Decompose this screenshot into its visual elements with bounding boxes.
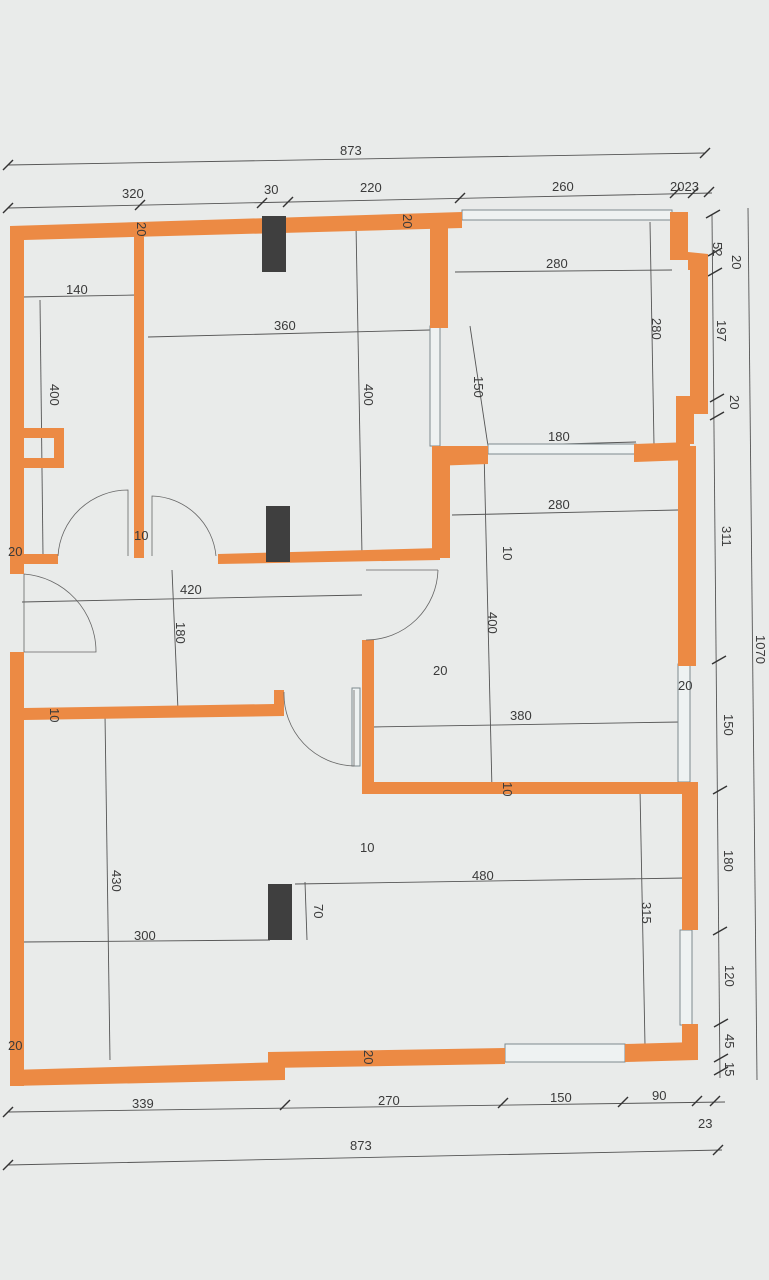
dim-top-320: 320 — [122, 186, 144, 201]
dim-room-b-400: 400 — [361, 384, 376, 406]
window-room-c-bottom — [487, 443, 637, 455]
window-top-right — [461, 209, 673, 221]
doors — [23, 489, 439, 767]
dim-room-f-480: 480 — [472, 868, 494, 883]
dim-right-45: 45 — [722, 1034, 737, 1048]
dim-room-b-wall20: 20 — [400, 214, 415, 228]
dim-room-c-280: 280 — [546, 256, 568, 271]
dim-top-260: 260 — [552, 179, 574, 194]
dim-bottom-total: 873 — [350, 1138, 372, 1153]
door-room-d — [365, 569, 439, 641]
dim-bottom-150: 150 — [550, 1090, 572, 1105]
dim-right-total: 1070 — [753, 635, 768, 664]
dim-room-b-360: 360 — [274, 318, 296, 333]
dim-top-2023: 2023 — [670, 179, 699, 194]
dimension-labels: 873 320 30 220 260 2023 52 20 197 20 311… — [8, 143, 768, 1153]
wall-room-b-right-upper — [430, 220, 448, 328]
wall-left-top — [10, 226, 24, 574]
wall-room-b-right-lower — [432, 446, 450, 558]
columns — [262, 216, 292, 940]
dim-room-c-280v: 280 — [649, 318, 664, 340]
dim-room-c-150: 150 — [471, 376, 486, 398]
wall-room-d-left — [362, 640, 374, 792]
wall-room-d-bottom — [362, 782, 698, 794]
dim-bottom-270: 270 — [378, 1093, 400, 1108]
dim-room-d-20: 20 — [433, 663, 447, 678]
dim-room-f-315: 315 — [639, 902, 654, 924]
dim-right-197: 197 — [714, 320, 729, 342]
door-entrance — [23, 573, 97, 653]
dim-wall-20-left: 20 — [8, 544, 22, 559]
dim-top-30: 30 — [264, 182, 278, 197]
window-right-low — [679, 929, 693, 1026]
wall-right-top-a — [670, 212, 688, 260]
dimension-lines — [2, 147, 758, 1171]
dim-right-180: 180 — [721, 850, 736, 872]
dim-room-d-10: 10 — [500, 546, 515, 560]
dim-room-a-400: 400 — [47, 384, 62, 406]
dim-room-c-180: 180 — [548, 429, 570, 444]
door-room-b — [151, 495, 217, 557]
wall-right-step2 — [676, 396, 708, 444]
dim-right-52: 52 — [710, 242, 725, 256]
dim-room-a-140: 140 — [66, 282, 88, 297]
wall-right-bottom — [682, 1024, 698, 1060]
dim-room-d-10b: 10 — [500, 782, 515, 796]
dim-right-20a: 20 — [729, 255, 744, 269]
dim-room-e-430: 430 — [109, 870, 124, 892]
dim-room-e-300: 300 — [134, 928, 156, 943]
dim-hall-420: 420 — [180, 582, 202, 597]
wall-top-outer — [10, 212, 462, 240]
wall-niche — [24, 428, 64, 468]
dim-bottom-wall-20: 20 — [361, 1050, 376, 1064]
dim-room-e-10: 10 — [47, 708, 62, 722]
dim-right-120: 120 — [722, 965, 737, 987]
door-hall — [283, 690, 355, 767]
wall-hall-bottom — [24, 690, 284, 720]
wall-room-a-bottom — [10, 554, 58, 564]
dim-hall-180: 180 — [173, 622, 188, 644]
dim-bottom-left-20: 20 — [8, 1038, 22, 1053]
dim-wall-10-door: 10 — [134, 528, 148, 543]
window-bottom — [504, 1043, 626, 1063]
wall-left-bottom — [10, 652, 24, 1086]
column-low — [268, 884, 292, 940]
wall-right-step — [688, 252, 708, 404]
dim-right-311: 311 — [719, 526, 734, 547]
dim-room-d-400: 400 — [485, 612, 500, 634]
wall-room-a-right — [134, 232, 144, 558]
dim-right-150: 150 — [721, 714, 736, 736]
dim-room-d-280: 280 — [548, 497, 570, 512]
dim-top-220: 220 — [360, 180, 382, 195]
wall-bottom-right — [625, 1042, 697, 1062]
door-room-a — [57, 489, 129, 557]
wall-right-mid — [678, 446, 696, 666]
dim-hall-10: 10 — [360, 840, 374, 855]
column-mid — [266, 506, 290, 562]
dim-wall-20-top: 20 — [134, 222, 149, 236]
dim-right-15: 15 — [722, 1062, 737, 1076]
dim-room-f-70: 70 — [311, 904, 326, 918]
walls — [10, 212, 708, 1086]
wall-bottom-left — [10, 1062, 285, 1086]
dim-right-20b: 20 — [727, 395, 742, 409]
dim-bottom-90: 90 — [652, 1088, 666, 1103]
dim-bottom-339: 339 — [132, 1096, 154, 1111]
wall-right-lower — [682, 784, 698, 930]
window-room-c-left — [429, 325, 441, 447]
dim-room-d-380: 380 — [510, 708, 532, 723]
window-hall-door-jamb — [351, 687, 361, 767]
dim-bottom-23: 23 — [698, 1116, 712, 1131]
column-top — [262, 216, 286, 272]
dim-top-total: 873 — [340, 143, 362, 158]
wall-bottom-mid — [268, 1048, 505, 1068]
wall-room-c-floor — [432, 446, 488, 466]
dim-room-d-20b: 20 — [678, 678, 692, 693]
wall-room-c-floor-right — [634, 442, 690, 462]
